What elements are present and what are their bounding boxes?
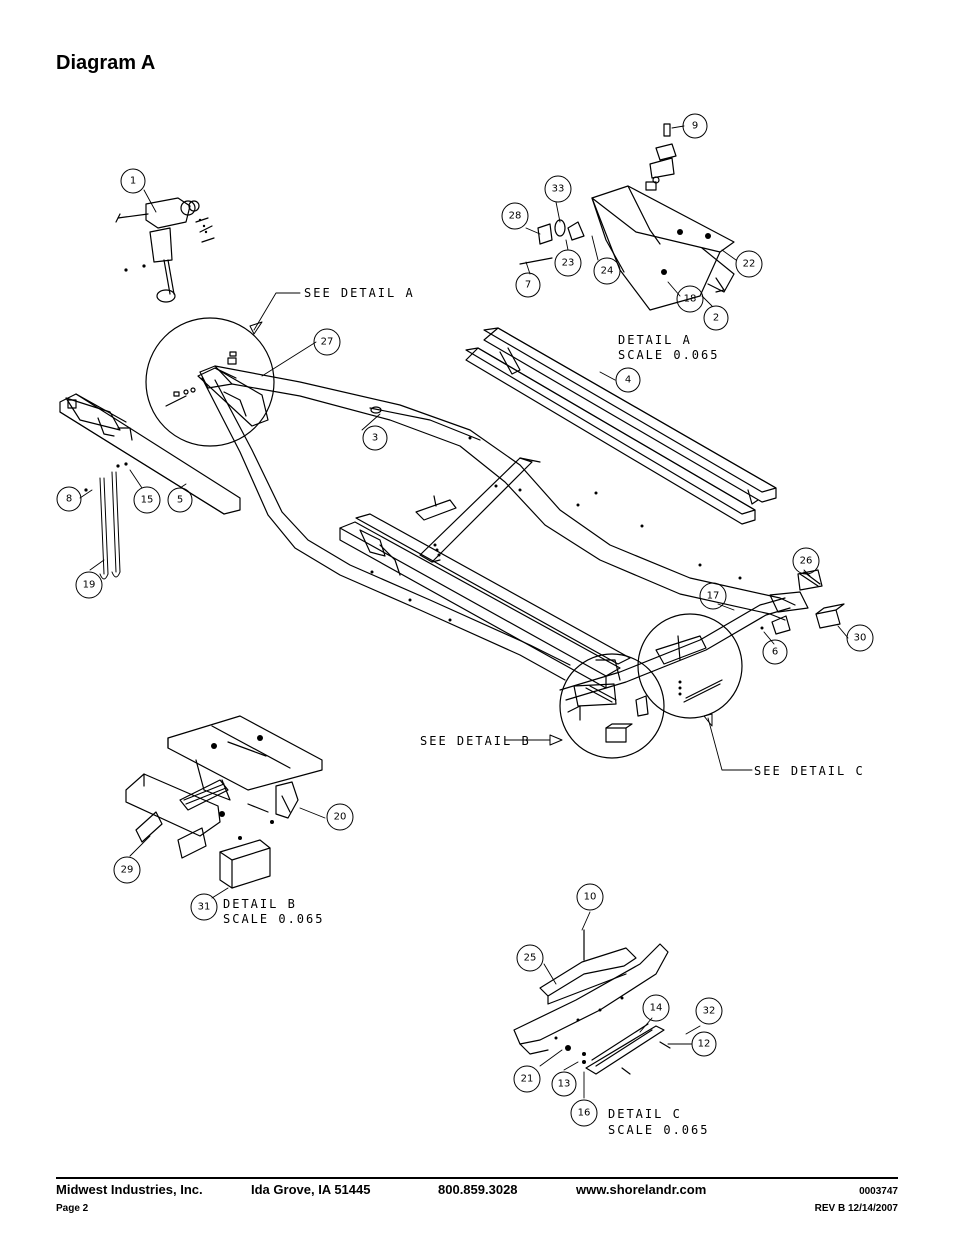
footer-phone: 800.859.3028 xyxy=(438,1182,518,1197)
tongue-5 xyxy=(59,393,241,515)
detail-c-scale: SCALE 0.065 xyxy=(608,1123,709,1137)
callout-33: 33 xyxy=(552,184,565,195)
detail-c-circle xyxy=(637,613,743,719)
callout-31: 31 xyxy=(198,902,211,913)
callout-5: 5 xyxy=(177,495,183,506)
footer-location: Ida Grove, IA 51445 xyxy=(251,1182,371,1197)
callout-13: 13 xyxy=(558,1079,571,1090)
detail-a-scale: SCALE 0.065 xyxy=(618,348,719,362)
leader-lines xyxy=(79,125,849,1099)
callout-28: 28 xyxy=(509,211,522,222)
see-detail-b-label: SEE DETAIL B xyxy=(420,734,531,748)
footer-doc-number: 0003747 xyxy=(859,1186,898,1197)
detail-a-view xyxy=(519,123,735,311)
callout-4: 4 xyxy=(625,375,631,386)
footer-company: Midwest Industries, Inc. xyxy=(56,1182,203,1197)
callout-18: 18 xyxy=(684,294,697,305)
trailer-exploded-diagram: 1 2 3 4 5 6 7 8 9 10 12 13 14 15 16 17 1… xyxy=(56,113,874,1137)
callout-20: 20 xyxy=(334,812,347,823)
callout-26: 26 xyxy=(800,556,813,567)
diagram-title: Diagram A xyxy=(56,52,156,74)
callout-3: 3 xyxy=(372,433,378,444)
footer-page: Page 2 xyxy=(56,1203,89,1214)
callout-12: 12 xyxy=(698,1039,711,1050)
detail-a-title: DETAIL A xyxy=(618,333,692,347)
callout-24: 24 xyxy=(601,266,614,277)
bunk-board-4 xyxy=(465,327,777,525)
callout-29: 29 xyxy=(121,865,134,876)
callout-6: 6 xyxy=(772,647,778,658)
callout-32: 32 xyxy=(703,1006,716,1017)
callout-9: 9 xyxy=(692,121,698,132)
callout-14: 14 xyxy=(650,1003,663,1014)
detail-c-title: DETAIL C xyxy=(608,1107,682,1121)
footer-revision: REV B 12/14/2007 xyxy=(814,1203,898,1214)
callout-27: 27 xyxy=(321,337,334,348)
callout-8: 8 xyxy=(66,494,72,505)
callout-30: 30 xyxy=(854,633,867,644)
callout-15: 15 xyxy=(141,495,154,506)
main-frame xyxy=(199,365,809,701)
detail-b-circle xyxy=(559,653,665,759)
callout-17: 17 xyxy=(707,591,720,602)
safety-chains-19 xyxy=(84,462,128,580)
footer-divider xyxy=(56,1177,898,1179)
callout-19: 19 xyxy=(83,580,96,591)
callout-circles xyxy=(56,113,874,1127)
detail-b-scale: SCALE 0.065 xyxy=(223,912,324,926)
callout-16: 16 xyxy=(578,1108,591,1119)
detail-a-circle xyxy=(145,317,275,447)
callout-25: 25 xyxy=(524,953,537,964)
winch-stand-1 xyxy=(115,197,215,303)
callout-23: 23 xyxy=(562,258,575,269)
callout-1: 1 xyxy=(130,176,136,187)
callout-2: 2 xyxy=(713,313,719,324)
callout-7: 7 xyxy=(525,280,531,291)
callout-21: 21 xyxy=(521,1074,534,1085)
detail-c-view xyxy=(513,929,671,1075)
footer-website: www.shorelandr.com xyxy=(576,1182,707,1197)
lower-bunk-rails xyxy=(339,513,631,689)
callout-10: 10 xyxy=(584,892,597,903)
see-detail-a-label: SEE DETAIL A xyxy=(304,286,415,300)
see-detail-c-label: SEE DETAIL C xyxy=(754,764,865,778)
detail-b-title: DETAIL B xyxy=(223,897,297,911)
loose-parts xyxy=(415,495,845,635)
detail-b-view xyxy=(125,715,323,889)
callout-22: 22 xyxy=(743,259,756,270)
